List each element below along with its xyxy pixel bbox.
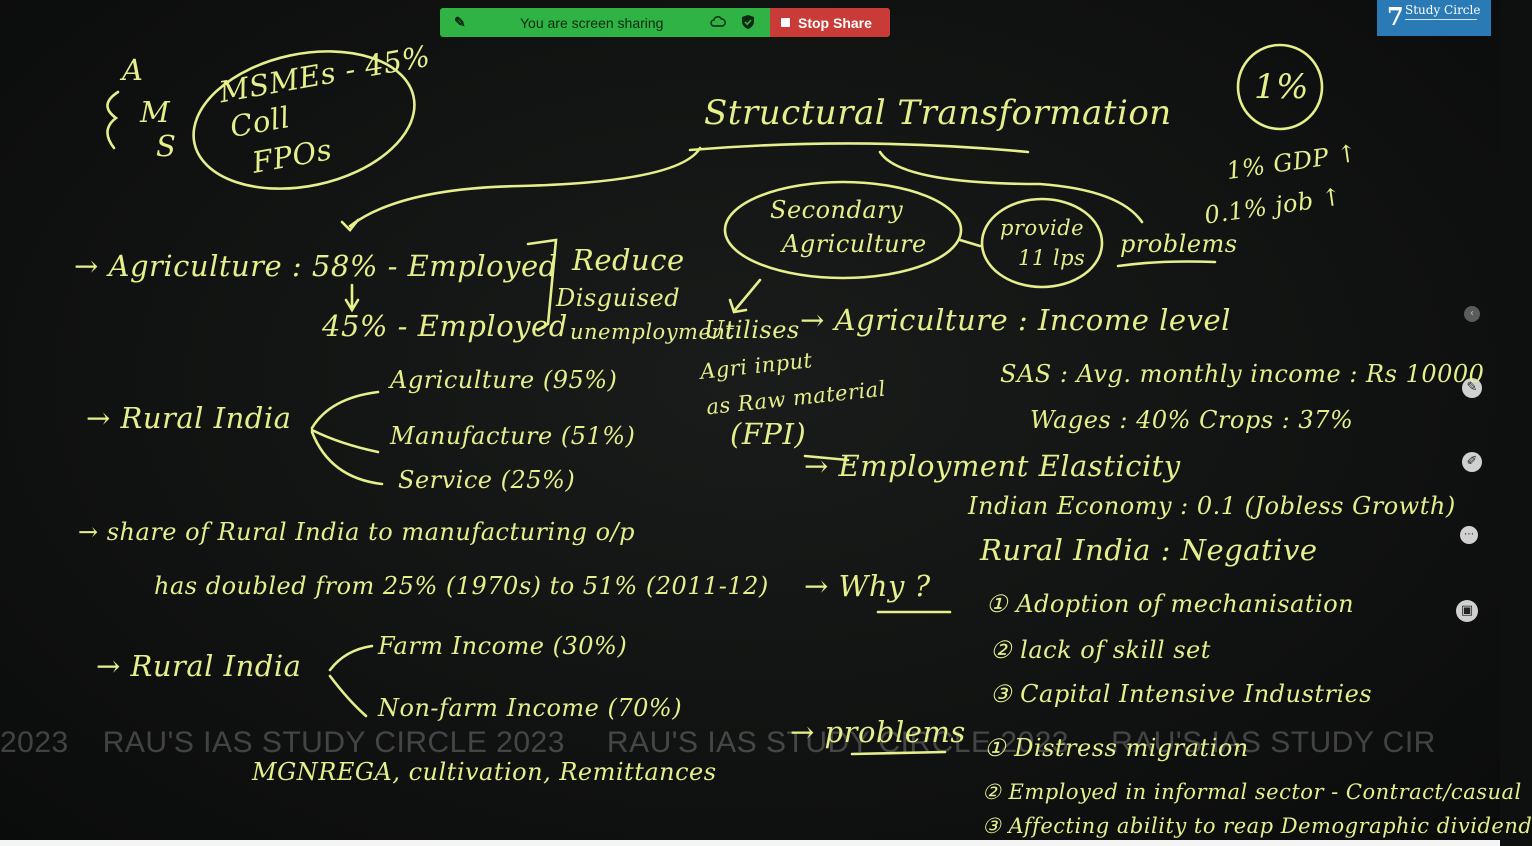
reduce-line-3: unemployment	[570, 320, 735, 344]
rural-arrow-1	[310, 390, 380, 430]
mnrega-line: MGNREGA, cultivation, Remittances	[252, 758, 717, 786]
rural-arrow-2	[310, 428, 380, 454]
utilises-arrowhead	[728, 298, 748, 314]
nonfarm-income: Non-farm Income (70%)	[378, 694, 683, 722]
share-line-1: → share of Rural India to manufacturing …	[78, 518, 636, 546]
problem-1: ① Distress migration	[984, 734, 1249, 762]
study-circle-logo: 7 Study Circle	[1377, 0, 1491, 36]
problems-underline	[1116, 260, 1217, 268]
reason-2: ② lack of skill set	[990, 636, 1211, 664]
reduce-bracket	[526, 238, 558, 332]
secondary-agri-line-2: Agriculture	[782, 230, 927, 258]
title-underline	[688, 142, 1030, 154]
logo-name: Study Circle	[1405, 3, 1481, 17]
reason-3: ③ Capital Intensive Industries	[990, 680, 1373, 708]
more-icon[interactable]: ⋯	[1460, 526, 1478, 544]
collapse-icon[interactable]: ‹	[1464, 306, 1480, 322]
ams-m: M	[140, 95, 171, 129]
utilises-label: Utilises	[704, 316, 800, 344]
branch-right	[878, 150, 1144, 224]
branch-left	[348, 146, 702, 228]
problem-2: ② Employed in informal sector - Contract…	[982, 780, 1522, 804]
provide-line-2: 11 lps	[1018, 246, 1086, 270]
branch-left-arrowhead	[340, 218, 360, 232]
share-line-2: has doubled from 25% (1970s) to 51% (201…	[154, 572, 769, 600]
provide-line-1: provide	[1000, 216, 1085, 240]
watermark-item: RAU'S IAS STUDY CIRCLE 2023	[102, 726, 565, 759]
ams-s: S	[156, 129, 177, 163]
stop-icon	[781, 18, 790, 27]
logo-rule	[1405, 19, 1477, 20]
sharing-status-text: You are screen sharing	[520, 14, 664, 31]
employment-arrow	[803, 454, 850, 462]
employment-elasticity: → Employment Elasticity	[804, 449, 1181, 483]
rural-india-2: → Rural India	[96, 649, 302, 683]
stop-share-button[interactable]: Stop Share	[770, 8, 890, 37]
wages-line: Wages : 40% Crops : 37%	[1030, 406, 1354, 434]
logo-glyph: 7	[1387, 2, 1404, 31]
pencil-icon[interactable]: ✎	[1462, 378, 1482, 398]
watermark-item: RAU'S IAS STUDY CIR	[1111, 726, 1436, 759]
board-title: Structural Transformation	[704, 93, 1172, 133]
rural-arrow-3	[310, 430, 384, 486]
agri-income: → Agriculture : Income level	[800, 303, 1231, 337]
employed-45: 45% - Employed	[322, 309, 568, 343]
rural-india-1: → Rural India	[86, 401, 292, 435]
board-drawings	[106, 43, 1324, 756]
cloud-icon[interactable]	[710, 14, 726, 30]
screen-share-bar: ✎ You are screen sharing Stop Share	[440, 8, 890, 37]
annotate-icon[interactable]: ✐	[1462, 452, 1482, 472]
pin-icon[interactable]: ✎	[454, 14, 466, 30]
connector-arrow	[958, 238, 982, 248]
screen-icon[interactable]: ▣	[1456, 600, 1478, 622]
watermark: 2023 RAU'S IAS STUDY CIRCLE 2023 RAU'S IAS…	[0, 726, 1500, 760]
farm-income: Farm Income (30%)	[378, 632, 628, 660]
one-percent-circle	[1236, 43, 1324, 131]
ams-a: A	[122, 53, 144, 87]
stop-share-label: Stop Share	[798, 14, 872, 31]
problem-3: ③ Affecting ability to reap Demographic …	[982, 814, 1532, 838]
ams-bracket	[106, 90, 120, 150]
rural2-arrow-2	[328, 674, 368, 718]
problems2-underline	[850, 750, 947, 756]
msme-ellipse	[192, 50, 416, 190]
utilises-arrow	[733, 278, 762, 312]
one-percent: 1%	[1254, 67, 1309, 107]
sas-line: SAS : Avg. monthly income : Rs 10000	[1000, 360, 1485, 388]
agri-input-line-3: (FPI)	[730, 417, 807, 451]
rural-split-agri: Agriculture (95%)	[390, 366, 618, 394]
down-arrow	[344, 283, 360, 313]
rural-negative: Rural India : Negative	[980, 533, 1318, 567]
secondary-agri-line-1: Secondary	[770, 196, 904, 224]
sharing-status: ✎ You are screen sharing	[440, 8, 770, 37]
reduce-line-1: Reduce	[572, 243, 685, 277]
problems-label: problems	[1120, 230, 1238, 258]
indian-economy: Indian Economy : 0.1 (Jobless Growth)	[968, 492, 1456, 520]
rural-split-manu: Manufacture (51%)	[390, 422, 636, 450]
reduce-line-2: Disguised	[556, 284, 681, 312]
watermark-item: RAU'S IAS STUDY CIRCLE 2023	[606, 726, 1070, 759]
shield-check-icon[interactable]	[740, 14, 756, 30]
provide-ellipse	[980, 197, 1104, 289]
watermark-item: 2023	[0, 726, 69, 759]
problems-2-label: → problems	[790, 715, 966, 749]
bottom-strip	[0, 840, 1500, 846]
rural-split-service: Service (25%)	[398, 466, 576, 494]
rural2-arrow-1	[328, 644, 374, 672]
agri-line: → Agriculture : 58% - Employed	[74, 249, 558, 283]
secondary-agri-ellipse	[723, 180, 963, 280]
reason-1: ① Adoption of mechanisation	[986, 590, 1355, 618]
why-label: → Why ?	[804, 569, 931, 603]
